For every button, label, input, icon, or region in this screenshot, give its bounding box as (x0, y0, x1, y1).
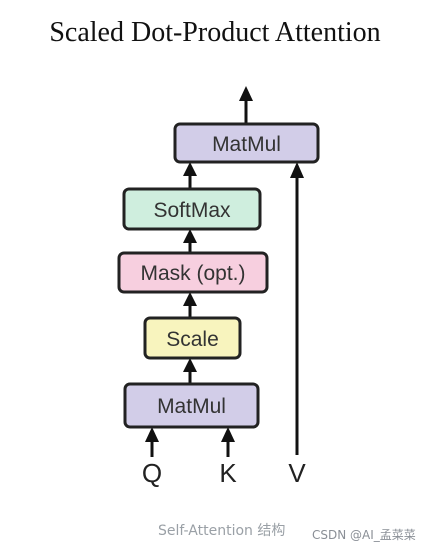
node-matmul-top: MatMul (173, 122, 320, 164)
node-scale-label: Scale (166, 328, 219, 351)
node-matmul-top-box (173, 122, 320, 164)
input-q-label: Q (142, 458, 162, 488)
node-mask-label: Mask (opt.) (140, 262, 245, 285)
arrow-q-to-matmul (145, 427, 159, 457)
watermark-text: CSDN @AI_孟菜菜 (312, 528, 416, 542)
node-softmax-box (122, 187, 262, 231)
arrow-matmul-to-scale (183, 358, 197, 384)
arrow-mask-to-softmax (183, 229, 197, 253)
arrow-output (239, 86, 253, 124)
node-matmul-bottom-label: MatMul (157, 395, 226, 418)
arrow-v-to-matmul (290, 162, 304, 455)
node-scale: Scale (143, 316, 242, 360)
figure-caption: Self-Attention 结构 (158, 523, 286, 539)
arrow-k-to-matmul (221, 427, 235, 457)
node-mask-box (117, 251, 269, 294)
node-matmul-bottom: MatMul (123, 382, 260, 429)
node-matmul-bottom-box (123, 382, 260, 429)
input-v-label: V (288, 458, 306, 488)
arrow-softmax-to-matmul (183, 162, 197, 189)
node-softmax: SoftMax (122, 187, 262, 231)
node-scale-box (143, 316, 242, 360)
input-k-label: K (219, 458, 237, 488)
node-matmul-top-label: MatMul (212, 133, 281, 156)
diagram-title: Scaled Dot-Product Attention (49, 17, 381, 48)
node-softmax-label: SoftMax (153, 199, 231, 222)
arrow-scale-to-mask (183, 292, 197, 318)
node-mask: Mask (opt.) (117, 251, 269, 294)
